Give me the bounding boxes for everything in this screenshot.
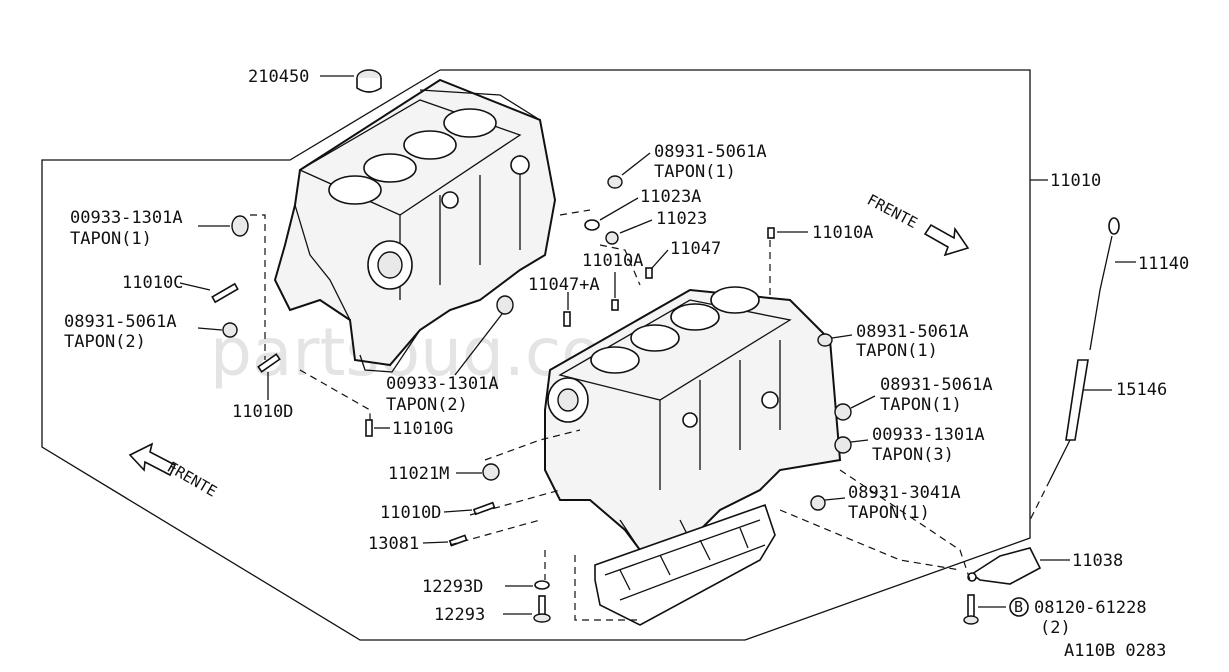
label-11010G: 11010G <box>392 419 453 439</box>
label-13081: 13081 <box>368 534 419 554</box>
oil-pan[interactable] <box>594 503 776 626</box>
part-11010A-dowel-mid[interactable] <box>611 299 619 311</box>
label-tapon3-r3: TAPON(3) <box>872 445 954 465</box>
label-08931-5061A-left: 08931-5061A <box>64 312 177 332</box>
label-11010A-mid: 11010A <box>582 251 643 271</box>
part-00933-1301A-plug-r3[interactable] <box>834 436 852 454</box>
part-11021M-plug[interactable] <box>482 463 500 481</box>
part-08931-5061A-plug-top[interactable] <box>607 175 623 189</box>
assembly-line-5 <box>449 519 541 546</box>
label-11010C: 11010C <box>122 273 183 293</box>
drawing-code: A110B 0283 <box>1064 641 1166 661</box>
assembly-line-11 <box>599 244 641 286</box>
part-00933-1301A-plug-mid[interactable] <box>496 295 514 315</box>
label-08931-5061A-top: 08931-5061A <box>654 142 767 162</box>
label-11010D-mid: 11010D <box>380 503 441 523</box>
label-tapon1-top: TAPON(1) <box>654 162 736 182</box>
part-13081-pin[interactable] <box>448 534 468 547</box>
part-210450-plug[interactable] <box>356 69 382 93</box>
part-11047-dowel[interactable] <box>645 267 653 279</box>
leader-08931-left <box>197 327 223 331</box>
leader-08931-3041A <box>824 497 846 501</box>
leader-00933-r3 <box>850 439 869 443</box>
label-11021M: 11021M <box>388 464 449 484</box>
leader-13081 <box>422 541 449 544</box>
part-11010D-dowel-mid[interactable] <box>472 501 496 516</box>
label-11140: 11140 <box>1138 254 1189 274</box>
label-00933-1301A-left: 00933-1301A <box>70 208 183 228</box>
cylinder-block-rear-view[interactable] <box>273 78 557 373</box>
assembly-line-8 <box>779 509 961 571</box>
assembly-line-2 <box>299 369 371 420</box>
label-tapon2-mid: TAPON(2) <box>386 395 468 415</box>
part-08931-5061A-plug-left[interactable] <box>222 322 238 338</box>
label-11047: 11047 <box>670 239 721 259</box>
leader-08931-top <box>621 152 651 176</box>
cylinder-block-front-view[interactable] <box>544 286 842 552</box>
label-08931-5061A-r2: 08931-5061A <box>880 375 993 395</box>
part-08931-3041A-plug[interactable] <box>810 495 826 511</box>
label-tapon1-r4: TAPON(1) <box>848 503 930 523</box>
label-15146: 15146 <box>1116 380 1167 400</box>
part-12293-bolt[interactable] <box>533 595 551 623</box>
label-00933-1301A-r3: 00933-1301A <box>872 425 985 445</box>
label-210450: 210450 <box>248 67 309 87</box>
part-11140-dipstick[interactable] <box>1089 217 1120 351</box>
part-11010G-pin[interactable] <box>365 419 373 437</box>
label-08931-3041A: 08931-3041A <box>848 483 961 503</box>
leader-08931-r1 <box>831 334 853 339</box>
assembly-line-7 <box>574 555 640 621</box>
part-12293D-washer[interactable] <box>534 580 550 590</box>
assembly-line-4 <box>469 489 561 516</box>
label-08120-61228: 08120-61228 <box>1034 598 1147 618</box>
label-11038: 11038 <box>1072 551 1123 571</box>
label-08931-5061A-r1: 08931-5061A <box>856 322 969 342</box>
assembly-line-10 <box>559 209 591 216</box>
svg-text:FRENTE: FRENTE <box>164 458 220 501</box>
leader-11010C <box>179 282 211 291</box>
label-11010D-left: 11010D <box>232 402 293 422</box>
leader-00933-mid <box>454 313 503 376</box>
svg-text:B: B <box>1014 598 1023 616</box>
leader-11010D-mid <box>443 509 473 513</box>
label-qty-2: (2) <box>1040 618 1071 638</box>
assembly-line-1 <box>250 214 266 360</box>
assembly-line-9 <box>839 469 971 581</box>
part-11023-plug[interactable] <box>605 231 619 245</box>
label-tapon1-r1: TAPON(1) <box>856 341 938 361</box>
label-tapon1-r2: TAPON(1) <box>880 395 962 415</box>
bolt-symbol-b: B <box>1009 597 1029 617</box>
label-tapon2-left: TAPON(2) <box>64 332 146 352</box>
leader-11047 <box>651 249 669 269</box>
leader-08931-r2 <box>850 395 876 409</box>
label-11010A-right: 11010A <box>812 223 873 243</box>
label-tapon1-left: TAPON(1) <box>70 229 152 249</box>
part-11010D-dowel-left[interactable] <box>257 353 281 373</box>
label-12293D: 12293D <box>422 577 483 597</box>
label-12293: 12293 <box>434 605 485 625</box>
front-arrow-right: FRENTE <box>864 191 970 257</box>
label-11010: 11010 <box>1050 171 1101 191</box>
part-11038-bracket[interactable] <box>967 547 1042 585</box>
label-11047A: 11047+A <box>528 275 600 295</box>
part-08931-5061A-plug-r2[interactable] <box>834 403 852 421</box>
leader-11023 <box>619 219 653 234</box>
label-00933-1301A-mid: 00933-1301A <box>386 374 499 394</box>
part-08931-5061A-plug-r1[interactable] <box>817 333 833 347</box>
assembly-line-3 <box>484 429 581 461</box>
leader-11023A <box>599 197 639 221</box>
part-11010C-pin[interactable] <box>211 282 239 304</box>
part-00933-1301A-plug-left[interactable] <box>231 215 249 237</box>
label-11023A: 11023A <box>640 187 701 207</box>
part-11010A-dowel-right[interactable] <box>767 227 775 239</box>
part-11023A-washer[interactable] <box>584 219 600 231</box>
assembly-frame <box>41 69 1031 641</box>
part-08120-61228-bolt[interactable] <box>963 594 979 625</box>
assembly-line-13 <box>1029 479 1051 521</box>
front-arrow-left: FRENTE <box>128 442 220 501</box>
label-11023: 11023 <box>656 209 707 229</box>
part-11047A-pin[interactable] <box>563 311 571 327</box>
part-15146-dipstick-guide[interactable] <box>1049 359 1089 481</box>
